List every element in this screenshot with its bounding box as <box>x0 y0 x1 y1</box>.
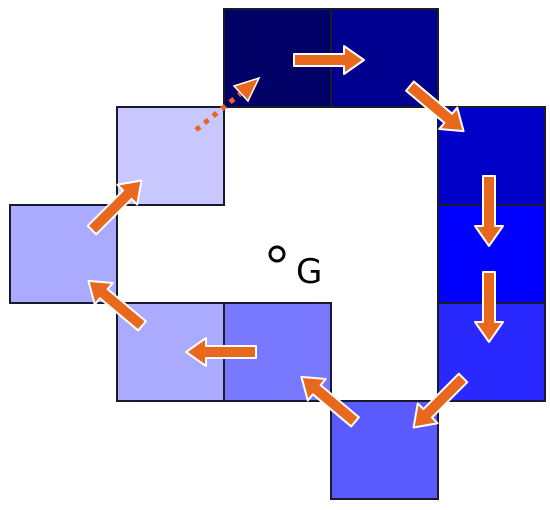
center-marker <box>268 245 286 263</box>
dotted-arrow <box>194 76 261 132</box>
center-label: G <box>296 252 322 292</box>
